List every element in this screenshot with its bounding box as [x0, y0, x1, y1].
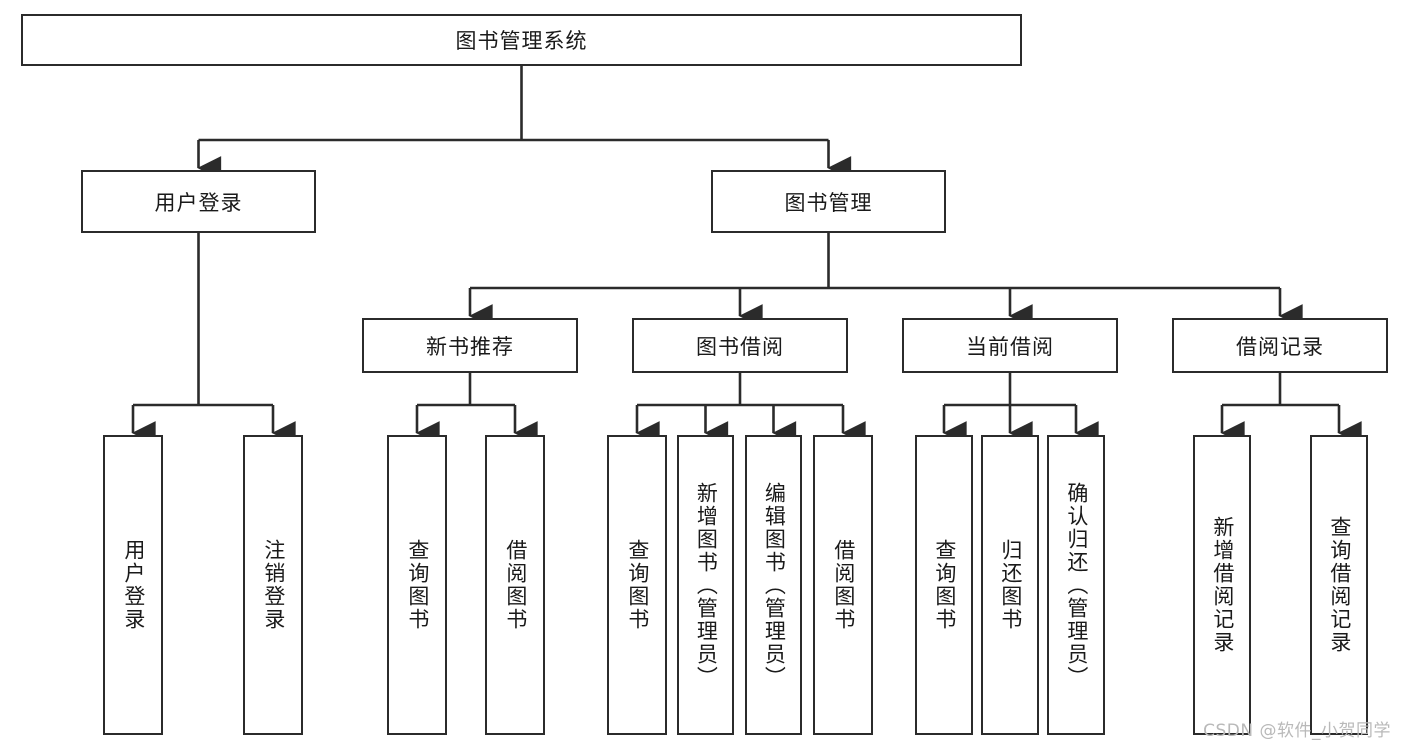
node-label: 图书管理 [784, 190, 873, 215]
node-leaf-cb-query[interactable]: 查询图书 [915, 435, 973, 735]
node-label: 查询借阅记录 [1327, 516, 1352, 654]
node-leaf-bb-edit[interactable]: 编辑图书（管理员） [745, 435, 802, 735]
node-book-borrow[interactable]: 图书借阅 [632, 318, 848, 373]
node-leaf-rec-query[interactable]: 查询图书 [387, 435, 447, 735]
node-label: 新增图书（管理员） [694, 481, 719, 689]
node-label: 借阅图书 [503, 539, 528, 631]
node-new-book-rec[interactable]: 新书推荐 [362, 318, 578, 373]
node-borrow-record[interactable]: 借阅记录 [1172, 318, 1388, 373]
node-label: 查询图书 [932, 539, 957, 631]
node-label: 借阅图书 [831, 539, 856, 631]
node-root[interactable]: 图书管理系统 [21, 14, 1022, 66]
node-label: 借阅记录 [1236, 334, 1324, 359]
node-label: 当前借阅 [966, 334, 1054, 359]
node-leaf-user-login[interactable]: 用户登录 [103, 435, 163, 735]
node-leaf-user-logout[interactable]: 注销登录 [243, 435, 303, 735]
node-leaf-br-query[interactable]: 查询借阅记录 [1310, 435, 1368, 735]
node-label: 新书推荐 [426, 334, 514, 359]
node-label: 图书管理系统 [455, 29, 588, 53]
node-book-manage[interactable]: 图书管理 [711, 170, 946, 233]
node-leaf-rec-borrow[interactable]: 借阅图书 [485, 435, 545, 735]
node-label: 用户登录 [154, 190, 243, 215]
node-leaf-br-add[interactable]: 新增借阅记录 [1193, 435, 1251, 735]
node-leaf-bb-query[interactable]: 查询图书 [607, 435, 667, 735]
node-leaf-bb-borrow[interactable]: 借阅图书 [813, 435, 873, 735]
node-leaf-cb-return[interactable]: 归还图书 [981, 435, 1039, 735]
node-label: 新增借阅记录 [1210, 516, 1235, 654]
node-leaf-bb-add[interactable]: 新增图书（管理员） [677, 435, 734, 735]
node-label: 用户登录 [121, 539, 146, 631]
node-user-login[interactable]: 用户登录 [81, 170, 316, 233]
node-label: 归还图书 [998, 539, 1023, 631]
node-leaf-cb-confirm[interactable]: 确认归还（管理员） [1047, 435, 1105, 735]
node-current-borrow[interactable]: 当前借阅 [902, 318, 1118, 373]
node-label: 查询图书 [405, 539, 430, 631]
watermark-text: CSDN @软件_小贺同学 [1203, 721, 1391, 741]
node-label: 编辑图书（管理员） [762, 481, 787, 689]
node-label: 确认归还（管理员） [1064, 481, 1089, 689]
node-label: 图书借阅 [696, 334, 784, 359]
node-label: 查询图书 [625, 539, 650, 631]
node-label: 注销登录 [261, 539, 286, 631]
